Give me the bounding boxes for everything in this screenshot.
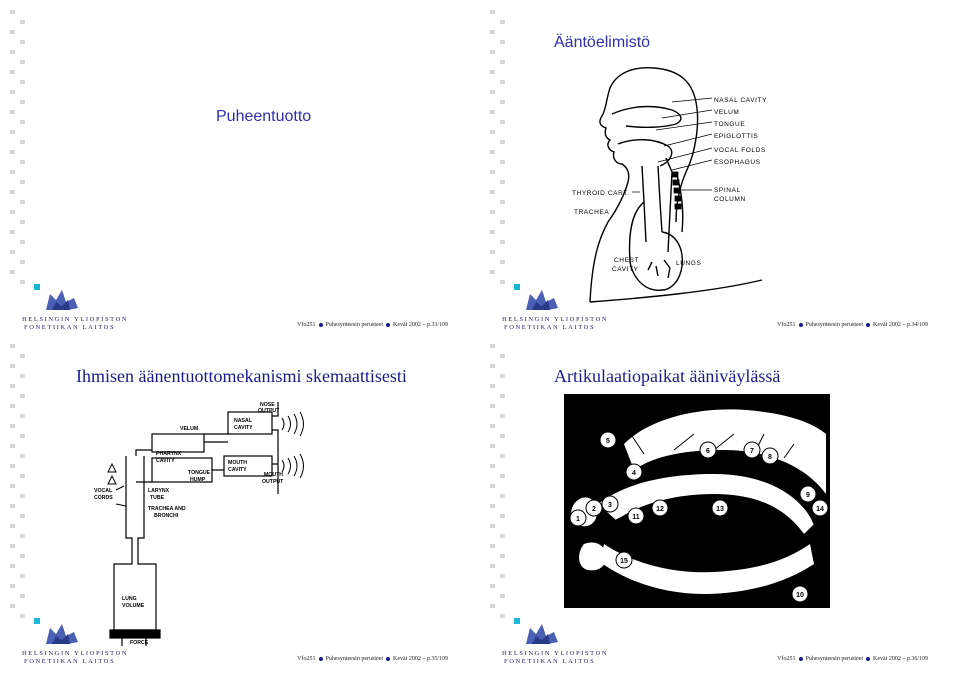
label-tongue: TONGUE (714, 121, 745, 128)
place-number: 9 (806, 492, 810, 499)
slide-title: Puheentuotto (216, 108, 311, 126)
articulation-places-diagram: 1 2 3 4 5 6 7 8 9 10 11 12 13 14 15 (564, 394, 830, 608)
label-trachea: TRACHEA (574, 209, 609, 216)
slide-artikulaatiopaikat: Artikulaatiopaikat ääniväylässä 1 2 3 (484, 338, 956, 669)
label-force: FORCE (130, 640, 149, 646)
label-larynx: LARYNX (148, 488, 170, 494)
university-name: HELSINGIN YLIOPISTON FONETIIKAN LAITOS (22, 316, 128, 332)
slide-title: Artikulaatiopaikat ääniväylässä (554, 366, 780, 387)
place-number: 1 (576, 516, 580, 523)
slide-title: Ihmisen äänentuottomekanismi skemaattise… (76, 366, 407, 387)
label-thyroid-cart: THYROID CART. (572, 190, 630, 197)
label-mouth: MOUTH (228, 460, 247, 466)
slide-puheentuotto: Puheentuotto HELSINGIN YLIOPISTON FONETI… (4, 4, 476, 335)
label-pharynx: PHARYNX (156, 451, 182, 457)
label-output: OUTPUT (258, 408, 280, 414)
decorative-stripe (484, 338, 510, 618)
slide-aanentuottomekanismi: Ihmisen äänentuottomekanismi skemaattise… (4, 338, 476, 669)
label-cavity: CAVITY (612, 266, 639, 273)
place-number: 12 (656, 506, 664, 513)
label-volume: VOLUME (122, 603, 145, 609)
vocal-tract-anatomy-diagram: NASAL CAVITY VELUM TONGUE EPIGLOTTIS VOC… (572, 62, 902, 312)
university-logo-icon (32, 284, 92, 314)
label-cords: CORDS (94, 495, 113, 501)
place-number: 7 (750, 448, 754, 455)
university-name: HELSINGIN YLIOPISTON FONETIIKAN LAITOS (502, 650, 608, 666)
label-vocal: VOCAL (94, 488, 113, 494)
label-spinal: SPINAL (714, 187, 741, 194)
label-tube: TUBE (150, 495, 165, 501)
place-number: 3 (608, 502, 612, 509)
decorative-stripe (4, 338, 30, 618)
decorative-stripe (4, 4, 30, 284)
place-number: 2 (592, 506, 596, 513)
speech-production-schematic-diagram: NOSE OUTPUT NASAL CAVITY VELUM PHARYNX C… (92, 394, 322, 646)
label-esophagus: ESOPHAGUS (714, 159, 761, 166)
decorative-stripe (484, 4, 510, 284)
label-cavity: CAVITY (234, 425, 253, 431)
place-number: 10 (796, 592, 804, 599)
university-logo-icon (32, 618, 92, 648)
university-logo-icon (512, 284, 572, 314)
slide-aantoelimisto: Ääntöelimistö (484, 4, 956, 335)
label-mouth-cavity: CAVITY (228, 467, 247, 473)
label-bronchi: BRONCHI (154, 513, 179, 519)
label-velum: VELUM (180, 426, 198, 432)
label-hump: HUMP (190, 477, 206, 483)
label-velum: VELUM (714, 109, 739, 116)
university-name: HELSINGIN YLIOPISTON FONETIIKAN LAITOS (22, 650, 128, 666)
label-mouth-output: OUTPUT (262, 479, 284, 485)
label-trachea: TRACHEA AND (148, 506, 186, 512)
place-number: 6 (706, 448, 710, 455)
label-epiglottis: EPIGLOTTIS (714, 133, 758, 140)
label-vocal-folds: VOCAL FOLDS (714, 147, 766, 154)
university-logo-icon (512, 618, 572, 648)
university-name: HELSINGIN YLIOPISTON FONETIIKAN LAITOS (502, 316, 608, 332)
place-number: 13 (716, 506, 724, 513)
label-nasal-cavity: NASAL CAVITY (714, 97, 767, 104)
label-tongue: TONGUE (188, 470, 211, 476)
slide-title: Ääntöelimistö (554, 34, 650, 52)
place-number: 15 (620, 558, 628, 565)
label-nasal: NASAL (234, 418, 253, 424)
label-lungs: LUNGS (676, 260, 701, 267)
label-pharynx-cavity: CAVITY (156, 458, 175, 464)
label-column: COLUMN (714, 196, 746, 203)
label-chest: CHEST (614, 257, 639, 264)
place-number: 5 (606, 438, 610, 445)
place-number: 8 (768, 454, 772, 461)
label-mouth-out: MOUTH (264, 472, 283, 478)
place-number: 4 (632, 470, 636, 477)
place-number: 14 (816, 506, 824, 513)
place-number: 11 (632, 514, 640, 521)
label-lung: LUNG (122, 596, 137, 602)
